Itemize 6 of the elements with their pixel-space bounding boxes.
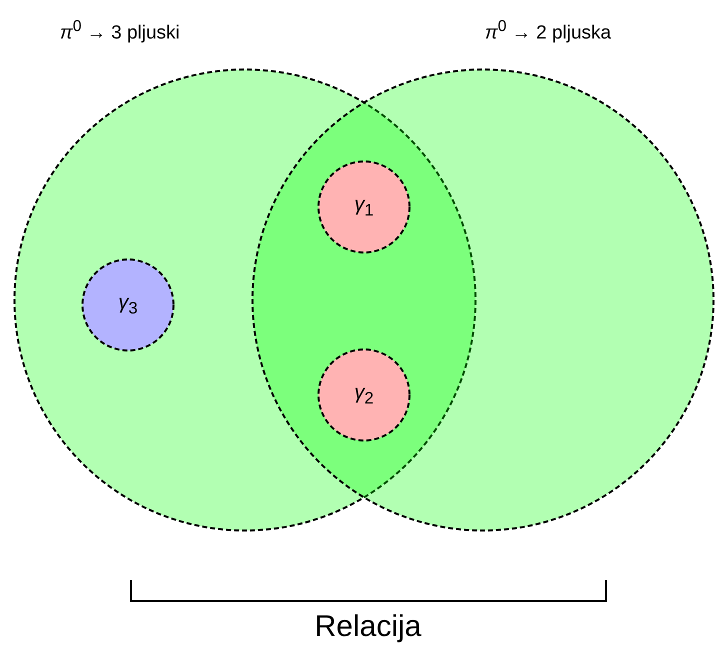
set-heading: π$^{0}$ → 3 pljuski xyxy=(60,18,180,44)
element-symbol: γ$_{3}$ xyxy=(118,292,138,318)
element-symbol: γ$_{2}$ xyxy=(354,382,374,408)
bracket-label: Relacija xyxy=(314,610,422,644)
element-symbol: γ$_{1}$ xyxy=(354,194,374,220)
set-heading: π$^{0}$ → 2 pljuska xyxy=(485,18,612,44)
